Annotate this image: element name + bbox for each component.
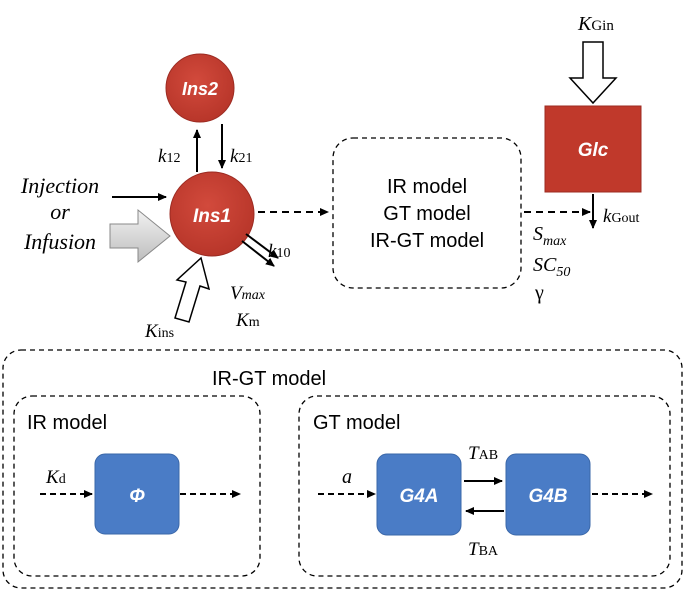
kd-label: Kd <box>45 467 66 488</box>
vmax-label: Vmax <box>230 283 266 304</box>
tba-label: TBA <box>468 539 499 560</box>
irgt-title: IR-GT model <box>212 368 326 390</box>
injection-label: Injection <box>20 173 99 198</box>
km-label: Km <box>235 310 260 331</box>
g4a-label: G4A <box>399 486 438 507</box>
k10-label: k10 <box>268 241 290 262</box>
g4a-compartment <box>376 453 462 536</box>
models-box-irgt: IR-GT model <box>370 230 484 252</box>
g4b-label: G4B <box>528 486 567 507</box>
ir-model-title: IR model <box>27 412 107 434</box>
smax-label: Smax <box>533 223 567 249</box>
sc50-label: SC50 <box>533 254 570 280</box>
ins2-label: Ins2 <box>182 79 218 99</box>
k21-label: k21 <box>230 146 252 167</box>
gamma-label: γ <box>534 282 544 304</box>
k12-label: k12 <box>158 146 180 167</box>
phi-label: Φ <box>129 486 145 507</box>
kgin-label: KGin <box>577 13 614 35</box>
infusion-arrow <box>109 208 171 264</box>
kgout-label: kGout <box>603 206 640 227</box>
g4b-compartment <box>505 453 591 536</box>
ins2-compartment <box>165 53 235 123</box>
kgin-arrow <box>568 41 618 105</box>
or-label: or <box>50 199 70 224</box>
ins1-compartment <box>169 171 255 257</box>
ir-model-box <box>13 395 261 577</box>
kins-label: Kins <box>144 321 174 342</box>
ins1-label: Ins1 <box>193 206 231 227</box>
models-box-gt: GT model <box>383 203 470 225</box>
models-box-ir: IR model <box>387 176 467 198</box>
gt-model-title: GT model <box>313 412 400 434</box>
glc-label: Glc <box>578 140 609 161</box>
phi-compartment <box>94 453 180 535</box>
kins-arrow <box>174 256 211 323</box>
k10-arrow <box>245 233 279 259</box>
tab-label: TAB <box>468 443 498 464</box>
glc-compartment <box>544 105 642 193</box>
models-box <box>332 137 522 289</box>
gt-model-box <box>298 395 671 577</box>
infusion-label: Infusion <box>23 229 96 254</box>
a-label: a <box>342 466 352 488</box>
vmax-arrow <box>241 240 275 267</box>
